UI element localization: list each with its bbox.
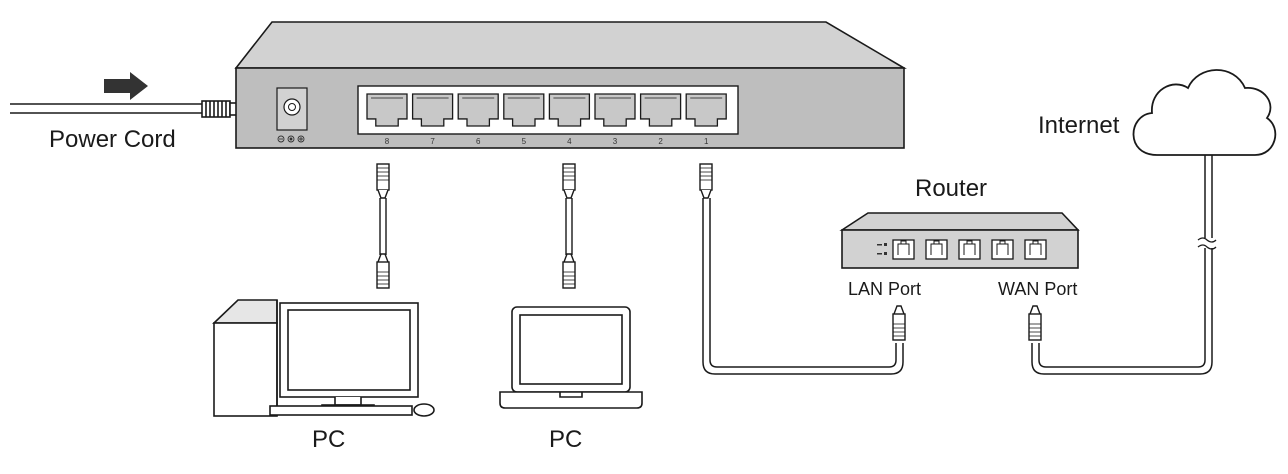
- switch-port-4: [548, 93, 591, 127]
- cables: [376, 163, 713, 289]
- patch-cable-1: [376, 163, 390, 289]
- arrow-right-icon: [104, 72, 148, 100]
- switch-port-number-3: 3: [613, 137, 618, 146]
- lan-port-label: LAN Port: [848, 279, 922, 299]
- ethernet-plug-bottom-icon: [376, 253, 390, 289]
- switch-device: 8 7 6 5 4 3 2 1: [234, 21, 907, 149]
- switch-port-number-8: 8: [385, 137, 390, 146]
- switch-port-5: [503, 93, 545, 127]
- switch-port-number-6: 6: [476, 137, 481, 146]
- ethernet-plug-bottom-icon: [562, 253, 576, 289]
- switch-top-panel: [234, 21, 907, 69]
- router-port-5: [1024, 239, 1047, 260]
- ethernet-plug-wan-icon: [1028, 305, 1042, 341]
- switch-port-number-2: 2: [658, 137, 663, 146]
- lan-cable: [702, 198, 904, 375]
- desktop-pc-icon: [212, 299, 435, 417]
- cloud-icon: [1132, 69, 1277, 156]
- ethernet-plug-lan-icon: [892, 305, 906, 341]
- router-port-1: [892, 239, 915, 260]
- switch-port-number-7: 7: [430, 137, 435, 146]
- switch-port-number-4: 4: [567, 137, 572, 146]
- switch-port-7: [411, 93, 454, 127]
- router-port-3: [958, 239, 981, 260]
- router-top-panel: [839, 212, 1080, 231]
- switch-port-2: [639, 93, 682, 127]
- cable-break-icon: [1197, 237, 1218, 250]
- switch-port-number-5: 5: [522, 137, 527, 146]
- wan-cable: [1031, 155, 1213, 375]
- ethernet-plug-top-icon: [376, 163, 390, 199]
- ethernet-plug-top-icon: [562, 163, 576, 199]
- router-port-group: [892, 239, 1047, 260]
- laptop-pc-label: PC: [549, 426, 583, 453]
- switch-port-8: [366, 93, 408, 127]
- router-label: Router: [915, 175, 988, 202]
- switch-port-3: [594, 93, 636, 127]
- switch-port-number-1: 1: [704, 137, 709, 146]
- router-port-2: [925, 239, 948, 260]
- internet-label: Internet: [1038, 112, 1120, 139]
- laptop-icon: [499, 306, 643, 409]
- router-port-4: [991, 239, 1014, 260]
- router-device: [839, 212, 1080, 269]
- switch-port-1: [685, 93, 727, 127]
- router-led-icon: [877, 243, 887, 255]
- wan-port-label: WAN Port: [998, 279, 1078, 299]
- switch-port-6: [457, 93, 499, 127]
- power-cord-label: Power Cord: [49, 126, 176, 153]
- power-cord: [10, 100, 261, 118]
- ethernet-plug-switch-port1-icon: [699, 163, 713, 199]
- polarity-icon: [277, 135, 305, 143]
- switch-port-group: 8 7 6 5 4 3 2 1: [366, 93, 727, 146]
- router-cable-plugs: [892, 305, 1042, 341]
- patch-cable-2: [562, 163, 576, 289]
- desktop-pc-label: PC: [312, 426, 346, 453]
